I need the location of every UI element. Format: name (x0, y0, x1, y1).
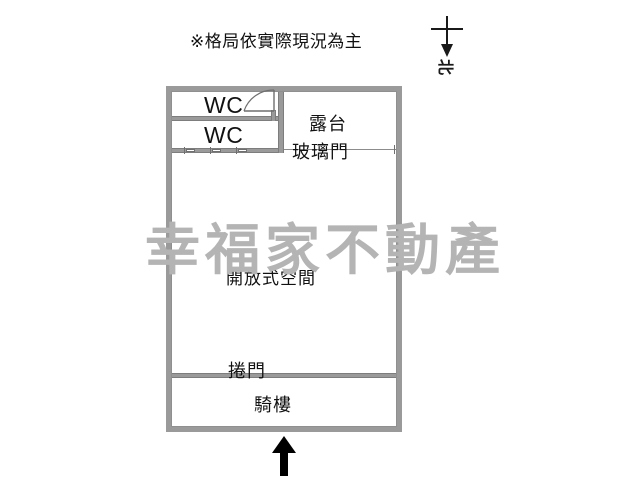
room-label-wc-upper: WC (204, 92, 244, 118)
wall-wc-upper-door-jamb (271, 110, 276, 121)
floorplan-outline: WC WC 露台 玻璃門 開放式空間 捲門 騎樓 (166, 86, 402, 432)
sliding-door-panel (238, 149, 247, 152)
room-label-balcony: 露台 (309, 114, 347, 135)
layout-disclaimer-note: ※格局依實際現況為主 (190, 32, 363, 52)
glass-door-end-tick (394, 145, 395, 154)
room-label-open-space: 開放式空間 (226, 269, 316, 289)
sliding-door-panel (186, 149, 195, 152)
sliding-door-tick (184, 147, 185, 154)
room-label-arcade: 騎樓 (254, 395, 292, 416)
sliding-door-tick (210, 147, 211, 154)
wall-wc-block-bottom (172, 148, 284, 153)
compass-crossbar-vertical (446, 16, 448, 52)
arrow-head (272, 436, 296, 453)
wall-wc-block-right (278, 92, 284, 153)
room-label-wc-lower: WC (204, 122, 244, 148)
entrance-direction-arrow-icon (272, 436, 296, 476)
arrow-shaft (280, 451, 288, 476)
compass-north-label: 北 (436, 58, 455, 75)
wall-between-wc-rooms (172, 116, 284, 121)
sliding-door-tick (236, 147, 237, 154)
compass-arrow-icon (441, 44, 453, 57)
door-swing-arc-icon (242, 89, 276, 119)
rolling-door-wall (172, 373, 396, 378)
glass-door-line (284, 149, 396, 150)
exterior-wall-inner-edge (171, 91, 397, 427)
opening-label-glass-door: 玻璃門 (292, 142, 349, 163)
opening-label-rolling-door: 捲門 (228, 361, 266, 382)
north-compass: 北 (425, 8, 469, 78)
sliding-door-panel (212, 149, 221, 152)
